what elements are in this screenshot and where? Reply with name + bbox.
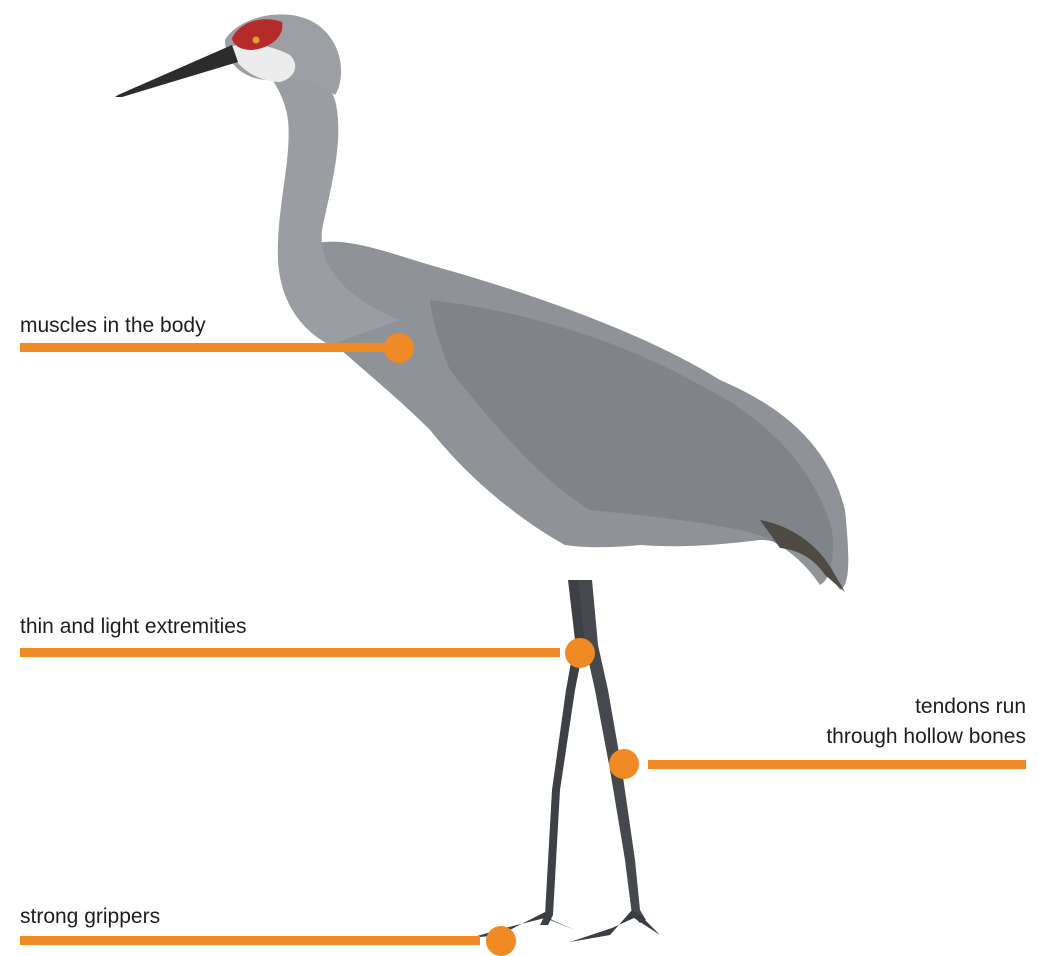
callout-label-tendons-line2: through hollow bones [826,722,1026,752]
callout-line-grippers [20,936,480,945]
callout-label-tendons-line1: tendons run [826,692,1026,722]
callout-label-extremities: thin and light extremities [20,612,246,642]
crane-bill [115,45,238,97]
callout-dot-tendons [609,749,639,779]
callout-label-grippers: strong grippers [20,902,160,932]
crane-eye [253,37,260,44]
crane-right-leg [578,580,646,923]
callout-dot-extremities [565,638,595,668]
crane-left-leg [540,580,585,925]
callout-dot-body [384,333,414,363]
callout-line-extremities [20,648,560,657]
crane-left-foot [470,912,575,938]
callout-line-body [20,343,385,352]
crane-right-foot [570,910,660,942]
callout-label-body: muscles in the body [20,311,206,341]
callout-line-tendons [648,760,1026,769]
callout-label-tendons: tendons run through hollow bones [826,692,1026,752]
